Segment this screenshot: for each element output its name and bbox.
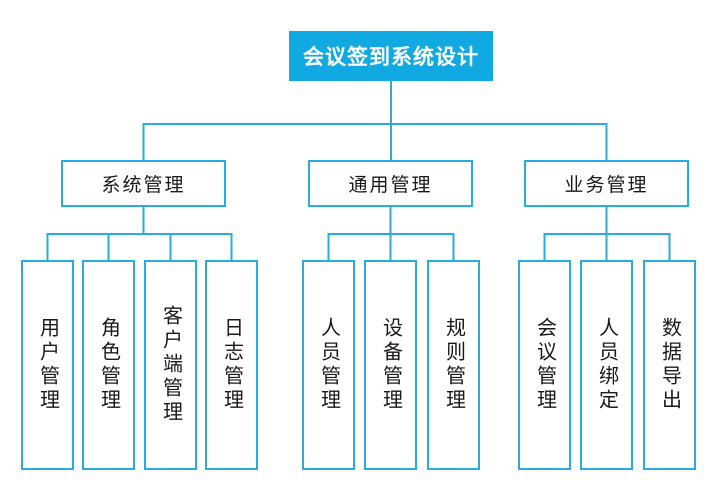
branch-node-label: 系统管理 [101, 175, 186, 196]
branch-node-box-general-management: 通用管理 [308, 160, 473, 207]
leaf-node-label: 规则管理 [442, 317, 465, 413]
leaf-node-box-personnel-binding: 人员绑定 [580, 260, 633, 470]
leaf-node-label: 人员管理 [317, 317, 340, 413]
leaf-node-box-log-management: 日志管理 [205, 260, 258, 470]
leaf-node-box-rule-management: 规则管理 [427, 260, 480, 470]
leaf-node-box-user-management: 用户管理 [21, 260, 74, 470]
leaf-node-box-data-export: 数据导出 [643, 260, 696, 470]
leaf-node-label: 会议管理 [533, 317, 556, 413]
branch-node-label: 业务管理 [564, 175, 649, 196]
leaf-node-label: 角色管理 [97, 317, 120, 413]
connector-group-general [327, 207, 455, 260]
branch-node-box-business-management: 业务管理 [524, 160, 689, 207]
connector-group-root [142, 81, 608, 160]
leaf-node-label: 人员绑定 [595, 317, 618, 413]
leaf-node-label: 用户管理 [36, 317, 59, 413]
leaf-node-box-client-management: 客户端管理 [144, 260, 197, 470]
leaf-node-box-role-management: 角色管理 [82, 260, 135, 470]
leaf-node-box-meeting-management: 会议管理 [518, 260, 571, 470]
connector-group-business [543, 207, 671, 260]
connector-group-system [46, 207, 233, 260]
leaf-node-box-personnel-management: 人员管理 [302, 260, 355, 470]
leaf-node-label: 设备管理 [379, 317, 402, 413]
leaf-node-label: 数据导出 [658, 317, 681, 413]
branch-node-label: 通用管理 [348, 175, 433, 196]
branch-node-box-system-management: 系统管理 [61, 160, 226, 207]
leaf-node-label: 日志管理 [220, 317, 243, 413]
leaf-node-box-device-management: 设备管理 [364, 260, 417, 470]
root-node-label: 会议签到系统设计 [303, 46, 479, 69]
root-node-box: 会议签到系统设计 [289, 31, 493, 81]
leaf-node-label: 客户端管理 [159, 305, 182, 425]
